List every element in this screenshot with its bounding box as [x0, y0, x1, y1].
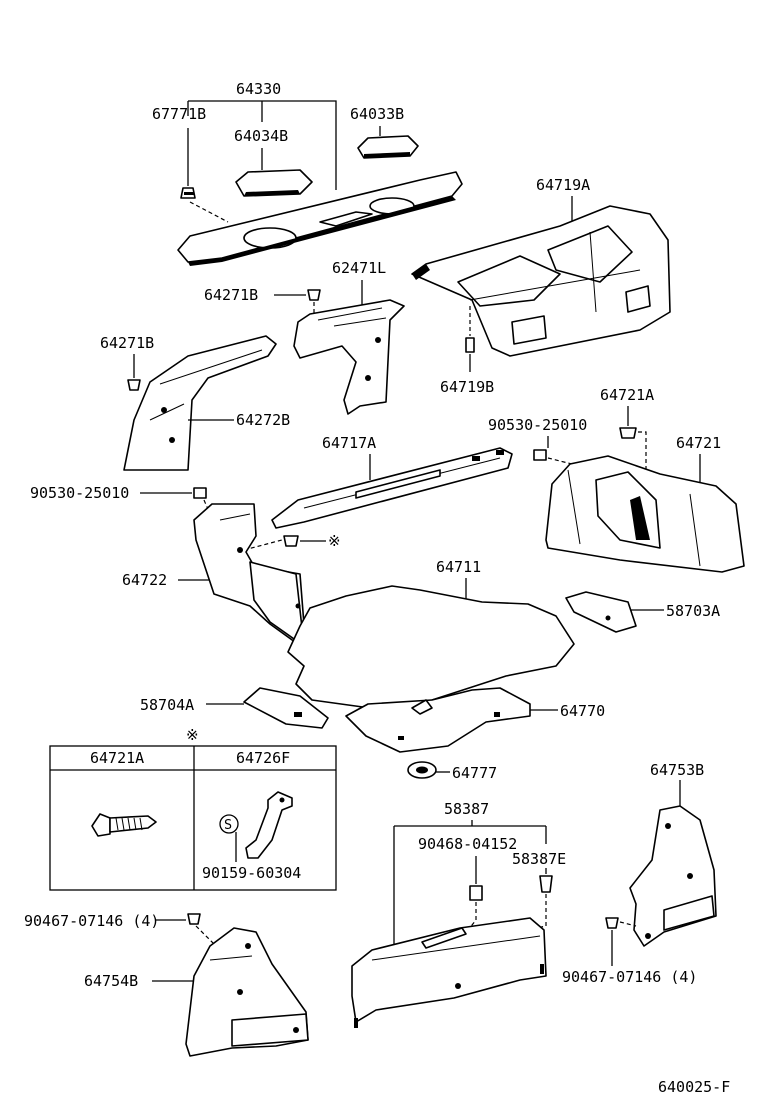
- trim-64717A: [271, 447, 513, 529]
- label-64722: 64722: [122, 571, 167, 589]
- inset-col2-header: 64726F: [236, 749, 290, 767]
- clip-67771B: [180, 128, 229, 223]
- label-58387E: 58387E: [512, 850, 566, 868]
- side-trim-64272B: [123, 335, 277, 471]
- label-64717A: 64717A: [322, 434, 376, 452]
- trim-64753B: [629, 805, 717, 947]
- label-62471L: 62471L: [332, 259, 386, 277]
- side-trim-64721: [545, 455, 745, 573]
- clip-64271B-b: [127, 354, 141, 391]
- label-64777: 64777: [452, 764, 497, 782]
- label-64721: 64721: [676, 434, 721, 452]
- inset-col1-header: 64721A: [90, 749, 144, 767]
- label-64721A: 64721A: [600, 386, 654, 404]
- label-90467-a: 90467-07146 (4): [24, 912, 159, 930]
- trunk-mat-64711: [287, 585, 575, 709]
- label-64754B: 64754B: [84, 972, 138, 990]
- trunk-panel-64719A: [411, 205, 671, 357]
- label-64330: 64330: [236, 80, 281, 98]
- clip-note: [243, 535, 326, 551]
- inset-s-mark: S: [224, 817, 232, 833]
- diagram-id: 640025-F: [658, 1078, 730, 1096]
- label-64033B: 64033B: [350, 105, 404, 123]
- inset-col2-sub: 90159-60304: [202, 864, 301, 882]
- label-64272B: 64272B: [236, 411, 290, 429]
- screw-90467-a: [187, 913, 215, 945]
- package-tray: [177, 171, 463, 266]
- side-trim-62471L: [293, 299, 405, 415]
- trim-58387: [351, 917, 547, 1028]
- label-90530-b: 90530-25010: [30, 484, 129, 502]
- label-58703A: 58703A: [666, 602, 720, 620]
- nut-90530-a: [533, 449, 581, 467]
- trim-64754B: [185, 927, 309, 1057]
- label-64719B: 64719B: [440, 378, 494, 396]
- inset-table: [49, 745, 337, 891]
- label-58387: 58387: [444, 800, 489, 818]
- trim-64722: [193, 503, 307, 651]
- mat-58703A: [565, 591, 637, 633]
- label-67771B: 67771B: [152, 105, 206, 123]
- clip-64719B: [465, 306, 475, 372]
- label-90530-a: 90530-25010: [488, 416, 587, 434]
- label-64770: 64770: [560, 702, 605, 720]
- mat-58704A: [243, 687, 329, 729]
- label-90468: 90468-04152: [418, 835, 517, 853]
- nut-90468: [467, 856, 483, 931]
- label-64034B: 64034B: [234, 127, 288, 145]
- bracket-64330: [187, 100, 337, 190]
- label-64719A: 64719A: [536, 176, 590, 194]
- label-64711: 64711: [436, 558, 481, 576]
- label-90467-b: 90467-07146 (4): [562, 968, 697, 986]
- label-64271B-a: 64271B: [204, 286, 258, 304]
- screw-icon: [91, 813, 157, 837]
- nut-90530-b: [193, 487, 211, 515]
- label-note-mark: ※: [328, 532, 341, 550]
- bracket-icon: [219, 791, 293, 862]
- label-58704A: 58704A: [140, 696, 194, 714]
- label-64271B-b: 64271B: [100, 334, 154, 352]
- grommet-64777: [407, 761, 450, 779]
- inset-mark: ※: [186, 726, 199, 744]
- bracket-58387: [393, 820, 547, 950]
- screw-90467-b: [605, 917, 637, 966]
- cover-64033B: [357, 126, 419, 159]
- label-64753B: 64753B: [650, 761, 704, 779]
- cover-64034B: [235, 148, 313, 197]
